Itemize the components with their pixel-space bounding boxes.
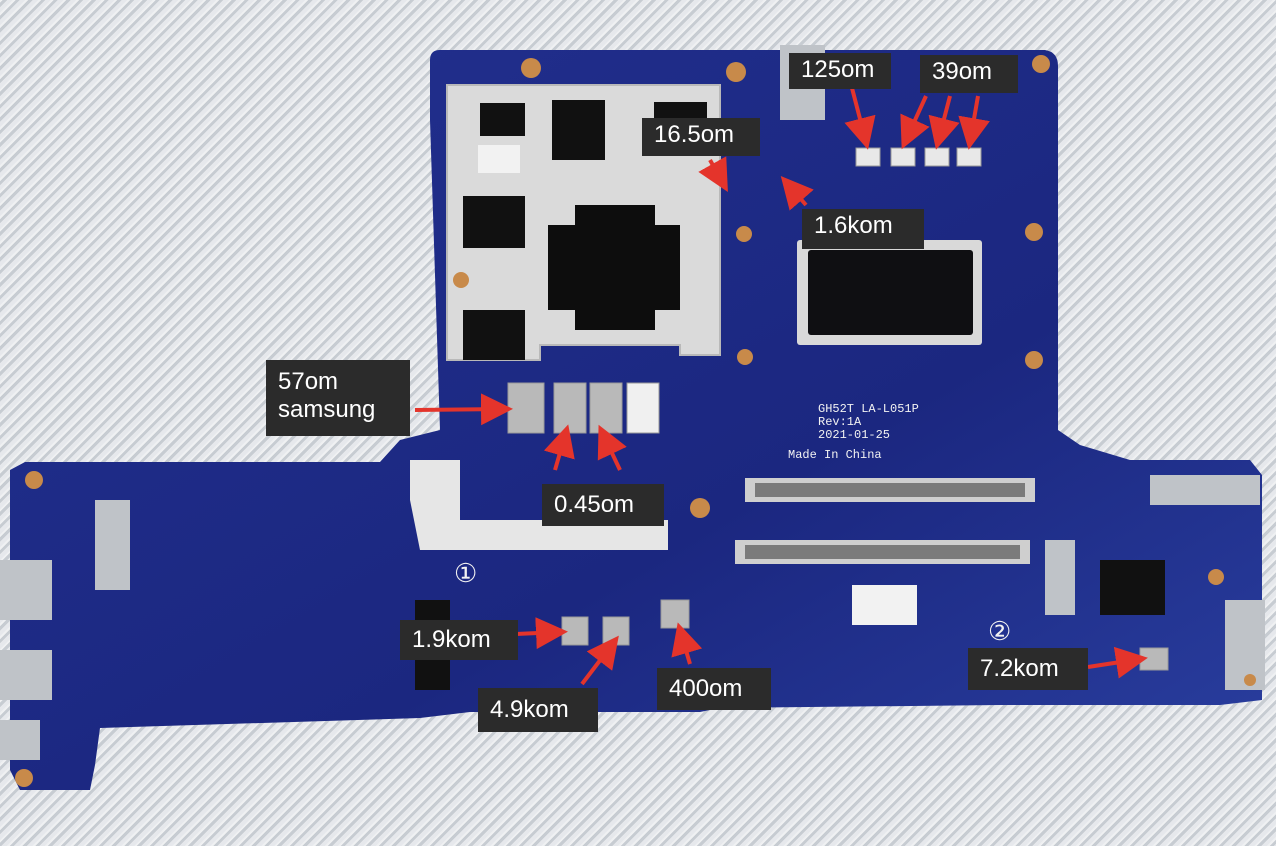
label-7-2kom: 7.2kom [968, 648, 1088, 690]
gpu-die-tape [548, 205, 680, 330]
silk-date: 2021-01-25 [818, 428, 890, 442]
connectors [0, 45, 1265, 760]
label-1-9kom: 1.9kom [400, 620, 518, 660]
qr-label [478, 145, 520, 173]
cpu-die [808, 250, 973, 335]
label-4-9kom: 4.9kom [478, 688, 598, 732]
ec-chip [1100, 560, 1165, 615]
board-sticker [852, 585, 917, 625]
silk-model: GH52T LA-L051P [818, 402, 919, 416]
label-57om-line2: samsung [278, 396, 376, 423]
silk-marker-1: ① [454, 560, 477, 590]
label-0-45om: 0.45om [542, 484, 664, 526]
silk-marker-2: ② [988, 618, 1011, 648]
label-125om: 125om [789, 53, 891, 89]
label-57om-line1: 57om [278, 368, 339, 395]
ram-slots [735, 478, 1035, 564]
label-39om: 39om [920, 55, 1018, 93]
silk-origin: Made In China [788, 448, 882, 462]
mounting-holes [15, 55, 1256, 787]
label-16-5om: 16.5om [642, 118, 760, 156]
lower-shield [410, 460, 668, 550]
label-57om-samsung: 57om samsung [266, 360, 410, 436]
silk-rev: Rev:1A [818, 415, 862, 429]
annotation-arrows [414, 87, 1148, 686]
label-400om: 400om [657, 668, 771, 710]
label-1-6kom: 1.6kom [802, 209, 924, 249]
